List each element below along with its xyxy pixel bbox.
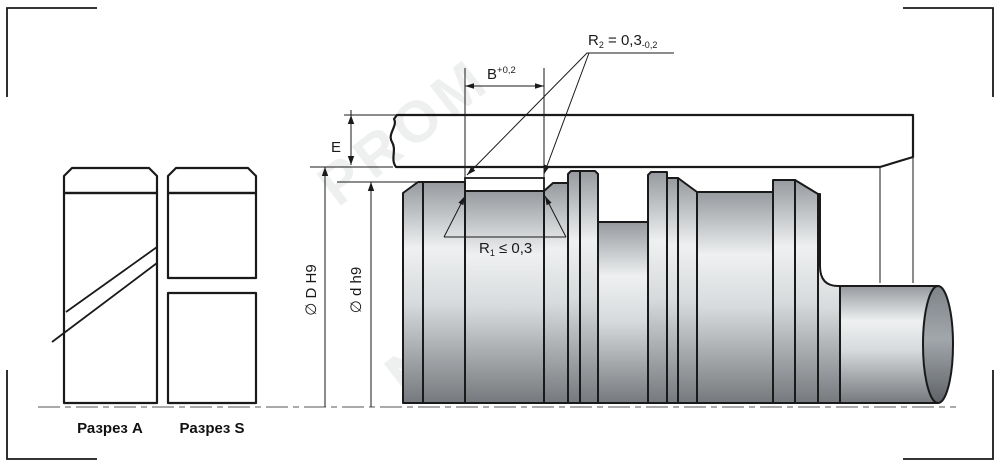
shaft-groove-right-rim [543,182,569,404]
dimension-B: B+0,2 [464,65,545,178]
seal-a-scarf-cut-lines [51,246,158,343]
dim-B-label: B+0,2 [487,65,516,83]
arrowhead [347,156,355,165]
R2-label: R2 = 0,3-0,2 [588,32,657,50]
arrowhead [458,196,465,206]
arrowhead [535,83,544,89]
section-s-label: Разрез S [180,420,245,437]
shaft-drum-band [696,191,774,404]
shaft-valley-band [597,221,649,404]
housing-bore-projection-lines [879,157,914,283]
dimension-R1: R1 ≤ 0,3 [443,195,567,258]
arrowhead [544,164,550,174]
extension-lines [310,114,418,183]
arrowhead [465,83,474,89]
shaft-collar1-right [579,170,599,404]
R2-tolerance: -0,2 [642,40,658,50]
R2-letter: R [588,32,599,49]
R1-value: ≤ 0,3 [495,240,532,257]
shaft-collar2-right [666,177,679,404]
R2-value: = 0,3 [604,32,642,49]
housing-cross-section [389,113,915,169]
R2-subscript: 2 [599,40,604,50]
frame-corner-marks [6,7,994,460]
shaft-collar1-left [567,170,581,404]
dim-E-label: E [331,139,341,156]
section-a-view [51,166,159,405]
dimension-bore-diameter: ∅ D H9 [303,167,329,407]
dimension-R2: R2 = 0,3-0,2 [466,32,674,176]
arrowhead [367,182,375,191]
seal-s-upper-ring [166,191,258,280]
arrowhead [347,115,355,124]
seal-s-lower-ring [166,291,258,405]
shaft-collar2-left [647,171,668,404]
assembly-view [38,113,956,408]
shaft-chamfer-band-a [677,177,698,404]
seal-a-fabric-cap [62,166,159,195]
shaft-rod-surface-band [422,181,466,404]
shaft [402,170,954,404]
arrowhead [545,196,552,206]
R1-letter: R [479,240,490,257]
section-s-view [166,166,258,405]
dimension-E: E [331,110,355,165]
shaft-stub-dome-end [922,285,954,404]
dim-B-letter: B [487,66,497,83]
shaft-chamfer-band-b [794,179,819,404]
section-a-label: Разрез А [77,420,143,437]
R1-subscript: 1 [490,248,495,258]
shaft-collar3 [772,179,796,404]
dimension-rod-diameter: ∅ d h9 [348,182,375,407]
seal-groove-opening [464,177,545,192]
seal-s-fabric-cap [166,166,258,195]
dimensions: ∅ D H9 ∅ d h9 E B+0,2 R2 = 0 [303,32,674,407]
arrowhead [321,167,329,176]
shaft-groove-bottom-band [464,190,545,404]
R2-leader-lines [466,52,674,176]
R1-label: R1 ≤ 0,3 [479,240,532,258]
shaft-shoulder-fillet [817,193,841,404]
rod-diameter-label: ∅ d h9 [348,267,365,313]
dim-B-tolerance: +0,2 [497,65,516,76]
bore-diameter-label: ∅ D H9 [303,264,320,315]
shaft-end-chamfer-band [402,181,424,404]
arrowhead [467,166,476,175]
